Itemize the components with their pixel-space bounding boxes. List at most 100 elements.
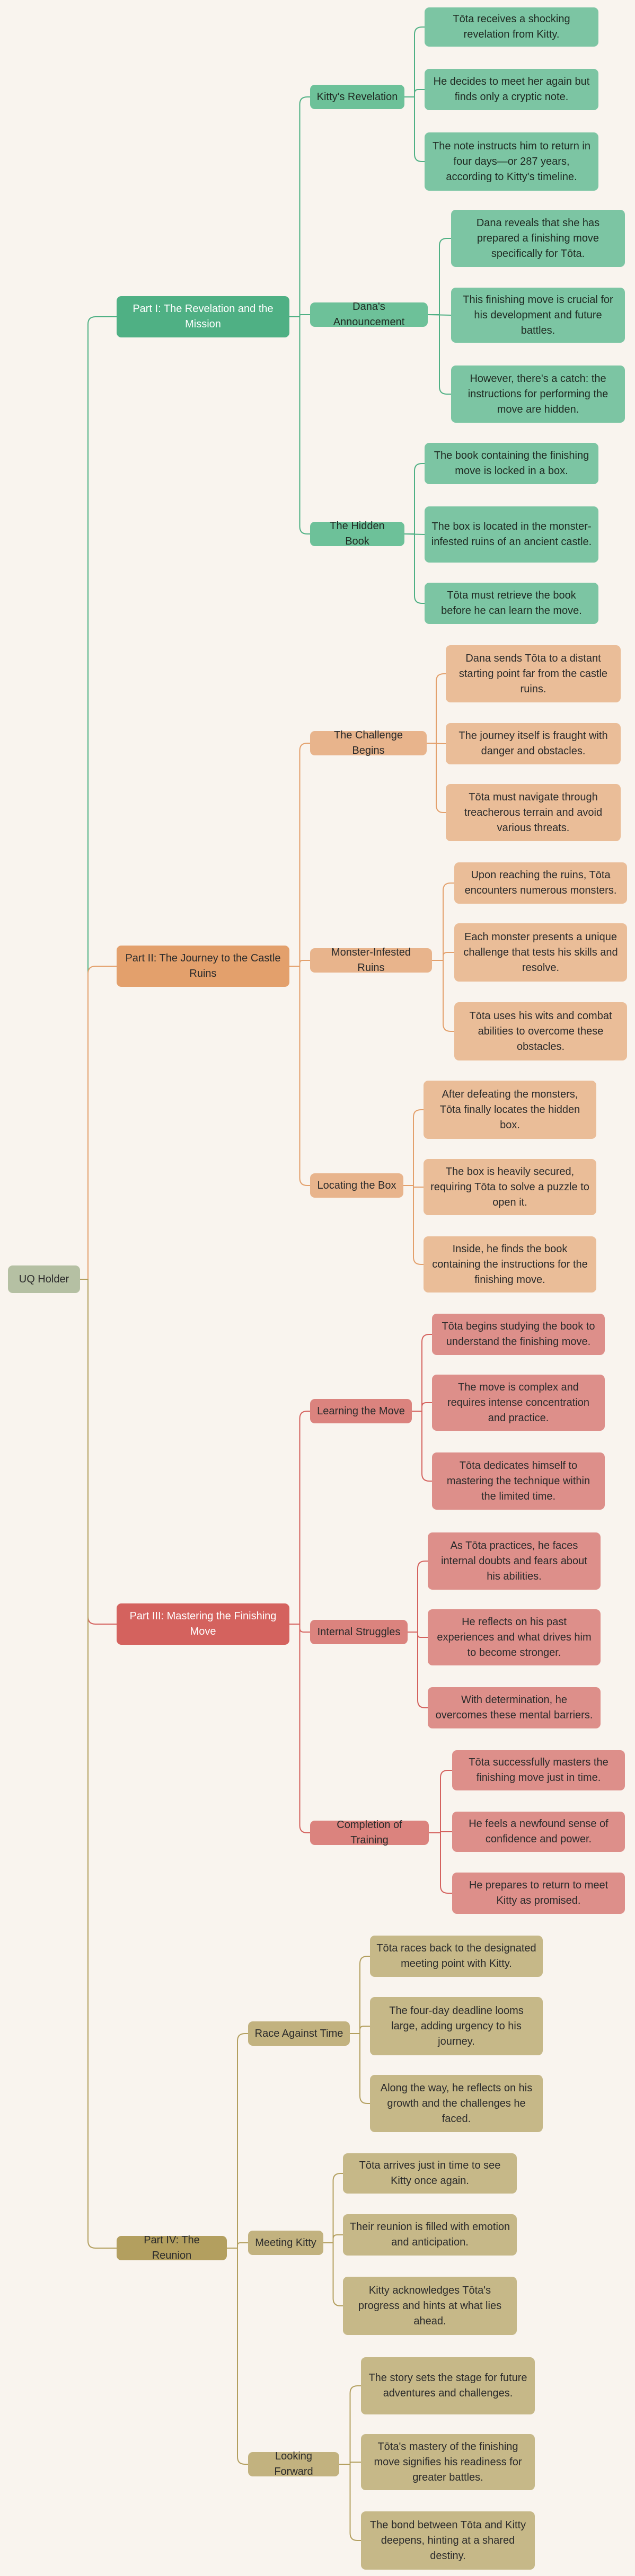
connector-line	[289, 966, 310, 1186]
branch-node-part-3-label: Part III: Mastering the Finishing Move	[129, 1610, 277, 1637]
leaf-node[interactable]: Tōta begins studying the book to underst…	[432, 1314, 605, 1355]
topic-node-label: Learning the Move	[317, 1405, 405, 1417]
topic-node[interactable]: Dana's Announcement	[310, 301, 428, 328]
leaf-node[interactable]: Tōta dedicates himself to mastering the …	[432, 1452, 605, 1510]
leaf-node-label: Tōta uses his wits and combat abilities …	[469, 1010, 612, 1053]
leaf-node[interactable]: Kitty acknowledges Tōta's progress and h…	[343, 2277, 517, 2335]
topic-node[interactable]: Meeting Kitty	[248, 2231, 323, 2255]
leaf-node[interactable]: The four-day deadline looms large, addin…	[370, 1997, 543, 2055]
leaf-node-label: Tōta receives a shocking revelation from…	[453, 13, 570, 40]
leaf-node-label: The four-day deadline looms large, addin…	[389, 2004, 524, 2047]
leaf-node[interactable]: Tōta arrives just in time to see Kitty o…	[343, 2153, 517, 2194]
connector-line	[227, 2242, 248, 2249]
topic-node[interactable]: Locating the Box	[310, 1173, 403, 1198]
branch-node-part-2[interactable]: Part II: The Journey to the Castle Ruins	[117, 946, 289, 987]
leaf-node[interactable]: However, there's a catch: the instructio…	[451, 366, 625, 423]
branch-node-part-4[interactable]: Part IV: The Reunion	[117, 2234, 227, 2261]
leaf-node[interactable]: Upon reaching the ruins, Tōta encounters…	[454, 862, 627, 904]
connector-line	[403, 1185, 424, 1265]
leaf-node[interactable]: Dana reveals that she has prepared a fin…	[451, 210, 625, 267]
leaf-node-label: Dana sends Tōta to a distant starting po…	[458, 652, 608, 695]
branch-node-part-1-label: Part I: The Revelation and the Mission	[133, 303, 274, 330]
connector-line	[427, 673, 446, 744]
connector-line	[350, 2033, 370, 2104]
leaf-node[interactable]: The bond between Tōta and Kitty deepens,…	[361, 2511, 535, 2570]
connector-line	[289, 314, 310, 317]
leaf-node[interactable]: Tōta must navigate through treacherous t…	[446, 784, 621, 841]
leaf-node[interactable]: The box is located in the monster-infest…	[425, 506, 598, 563]
topic-node-label: Looking Forward	[274, 2450, 313, 2477]
connector-line	[404, 463, 425, 534]
branch-node-part-3[interactable]: Part III: Mastering the Finishing Move	[117, 1603, 289, 1645]
leaf-node[interactable]: This finishing move is crucial for his d…	[451, 288, 625, 343]
leaf-node[interactable]: The note instructs him to return in four…	[425, 132, 598, 191]
topic-node-label: The Hidden Book	[330, 520, 385, 547]
topic-node-label: Locating the Box	[317, 1179, 396, 1191]
leaf-node-label: The note instructs him to return in four…	[433, 140, 590, 183]
topic-node[interactable]: Monster-Infested Ruins	[310, 947, 432, 974]
leaf-node[interactable]: Tōta races back to the designated meetin…	[370, 1936, 543, 1977]
topic-node[interactable]: The Hidden Book	[310, 520, 404, 547]
connector-line	[429, 1831, 452, 1833]
leaf-node[interactable]: He prepares to return to meet Kitty as p…	[452, 1873, 625, 1914]
leaf-node-label: Tōta's mastery of the finishing move sig…	[374, 2440, 522, 2483]
connector-line	[339, 2385, 361, 2465]
leaf-node-label: The move is complex and requires intense…	[447, 1381, 589, 1424]
topic-node[interactable]: Learning the Move	[310, 1399, 412, 1423]
connector-line	[432, 952, 454, 961]
connector-line	[289, 316, 310, 534]
topic-node[interactable]: Race Against Time	[248, 2021, 350, 2046]
connector-line	[323, 2234, 343, 2243]
leaf-node[interactable]: Dana sends Tōta to a distant starting po…	[446, 645, 621, 702]
leaf-node[interactable]: After defeating the monsters, Tōta final…	[424, 1081, 596, 1139]
leaf-node[interactable]: He feels a newfound sense of confidence …	[452, 1812, 625, 1852]
leaf-node-label: He decides to meet her again but finds o…	[433, 76, 590, 103]
topic-node[interactable]: Internal Struggles	[310, 1620, 408, 1644]
topic-node[interactable]: Completion of Training	[310, 1819, 429, 1846]
branch-node-part-4-label: Part IV: The Reunion	[144, 2234, 200, 2261]
leaf-node[interactable]: The box is heavily secured, requiring Tō…	[424, 1159, 596, 1215]
topic-node[interactable]: Looking Forward	[248, 2450, 339, 2477]
leaf-node[interactable]: With determination, he overcomes these m…	[428, 1687, 601, 1728]
leaf-node[interactable]: Tōta successfully masters the finishing …	[452, 1750, 625, 1790]
connector-line	[289, 1411, 310, 1625]
topic-node-label: Dana's Announcement	[333, 301, 405, 328]
leaf-node[interactable]: Along the way, he reflects on his growth…	[370, 2075, 543, 2132]
topic-node-label: Race Against Time	[254, 2027, 343, 2039]
leaf-node[interactable]: The story sets the stage for future adve…	[361, 2357, 535, 2414]
leaf-node[interactable]: As Tōta practices, he faces internal dou…	[428, 1532, 601, 1590]
leaf-node[interactable]: Tōta's mastery of the finishing move sig…	[361, 2434, 535, 2490]
leaf-node[interactable]: Their reunion is filled with emotion and…	[343, 2214, 517, 2256]
leaf-node-label: Tōta arrives just in time to see Kitty o…	[359, 2160, 501, 2187]
leaf-node-label: With determination, he overcomes these m…	[435, 1694, 593, 1721]
leaf-node[interactable]: Tōta must retrieve the book before he ca…	[425, 583, 598, 624]
leaf-node[interactable]: The book containing the finishing move i…	[425, 443, 598, 484]
connector-line	[227, 2033, 248, 2249]
connector-line	[408, 1632, 428, 1708]
connector-line	[432, 960, 454, 1032]
connector-line	[427, 743, 446, 813]
leaf-node[interactable]: Tōta uses his wits and combat abilities …	[454, 1002, 627, 1060]
root-node-label: UQ Holder	[19, 1273, 69, 1285]
connector-line	[289, 96, 310, 317]
branch-node-part-1[interactable]: Part I: The Revelation and the Mission	[117, 296, 289, 337]
leaf-node[interactable]: He decides to meet her again but finds o…	[425, 69, 598, 110]
leaf-node[interactable]: Tōta receives a shocking revelation from…	[425, 7, 598, 47]
topic-node-label: Monster-Infested Ruins	[331, 947, 411, 974]
topic-node[interactable]: Kitty's Revelation	[310, 85, 404, 109]
leaf-node-label: Along the way, he reflects on his growth…	[380, 2082, 533, 2125]
leaf-node[interactable]: He reflects on his past experiences and …	[428, 1609, 601, 1665]
topic-node-label: Kitty's Revelation	[316, 91, 398, 103]
topic-node[interactable]: The Challenge Begins	[310, 729, 427, 756]
leaf-node-label: Tōta dedicates himself to mastering the …	[446, 1459, 590, 1502]
root-node[interactable]: UQ Holder	[8, 1265, 80, 1293]
leaf-node[interactable]: Each monster presents a unique challenge…	[454, 923, 627, 982]
connector-line	[323, 2242, 343, 2306]
leaf-node-label: Their reunion is filled with emotion and…	[349, 2221, 510, 2248]
topic-node-label: The Challenge Begins	[333, 729, 403, 756]
leaf-node-label: The bond between Tōta and Kitty deepens,…	[369, 2519, 526, 2562]
leaf-node[interactable]: Inside, he finds the book containing the…	[424, 1236, 596, 1293]
leaf-node[interactable]: The move is complex and requires intense…	[432, 1375, 605, 1431]
leaf-node[interactable]: The journey itself is fraught with dange…	[446, 723, 621, 764]
